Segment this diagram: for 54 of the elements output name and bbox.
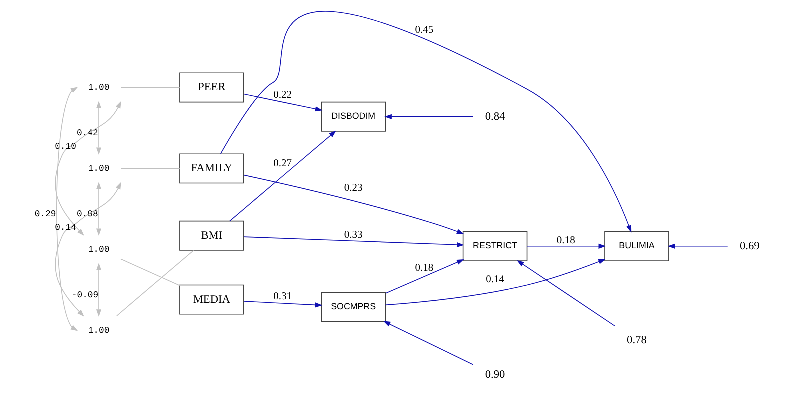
edge-label: 0.27 [274,158,292,170]
node-box: SOCMPRS [321,292,386,322]
connector [120,87,180,88]
arrow [96,101,102,156]
node-text: 1.00 [88,244,110,255]
arrow [230,130,336,222]
node-box: DISBODIM [321,102,386,132]
edge-label: 0.22 [274,90,292,101]
arrow [55,182,122,317]
connector [116,250,194,316]
node-box: BULIMIA [604,231,670,262]
connector [120,168,180,170]
node-text: 1.00 [88,82,110,93]
node-text: 0.69 [740,240,760,252]
arrow [516,260,616,326]
node-box: FAMILY [180,154,244,184]
arrow [384,114,474,120]
arrow [55,101,122,236]
arrow [244,94,323,112]
edge-label: 0.14 [55,223,76,234]
arrow [385,259,606,306]
arrow [383,321,474,366]
arrow [96,182,102,236]
arrow [220,11,632,233]
node-text: 0.84 [485,110,506,123]
edge-label: 0.33 [344,230,363,241]
node-text: 1.00 [88,326,110,336]
connector [120,258,180,286]
arrow [244,236,464,248]
edge-label: 0.08 [77,209,98,220]
node-text: 0.78 [627,334,647,346]
edge-label: 0.23 [344,182,363,194]
node-text: 1.00 [88,164,110,174]
node-box: RESTRICT [462,231,528,262]
edge-label: 0.10 [55,142,76,152]
edge-label: 0.42 [77,128,98,138]
edge-label: 0.14 [486,274,504,286]
node-text: 0.90 [485,369,506,382]
edge-label: 0.45 [415,25,434,36]
edge-label: 0.18 [415,263,434,274]
arrow [244,174,464,234]
arrow [244,301,323,308]
edge-label: 0.29 [34,209,56,220]
edge-label: 0.31 [274,291,292,302]
arrow [527,244,606,249]
edge-label: 0.18 [556,235,576,246]
node-box: BMI [180,220,244,251]
node-box: PEER [180,72,244,103]
arrow [56,87,78,332]
node-box: MEDIA [180,284,244,315]
arrow [96,263,102,317]
edge-label: -0.09 [72,290,99,300]
arrow [385,260,464,294]
arrow [668,244,728,249]
